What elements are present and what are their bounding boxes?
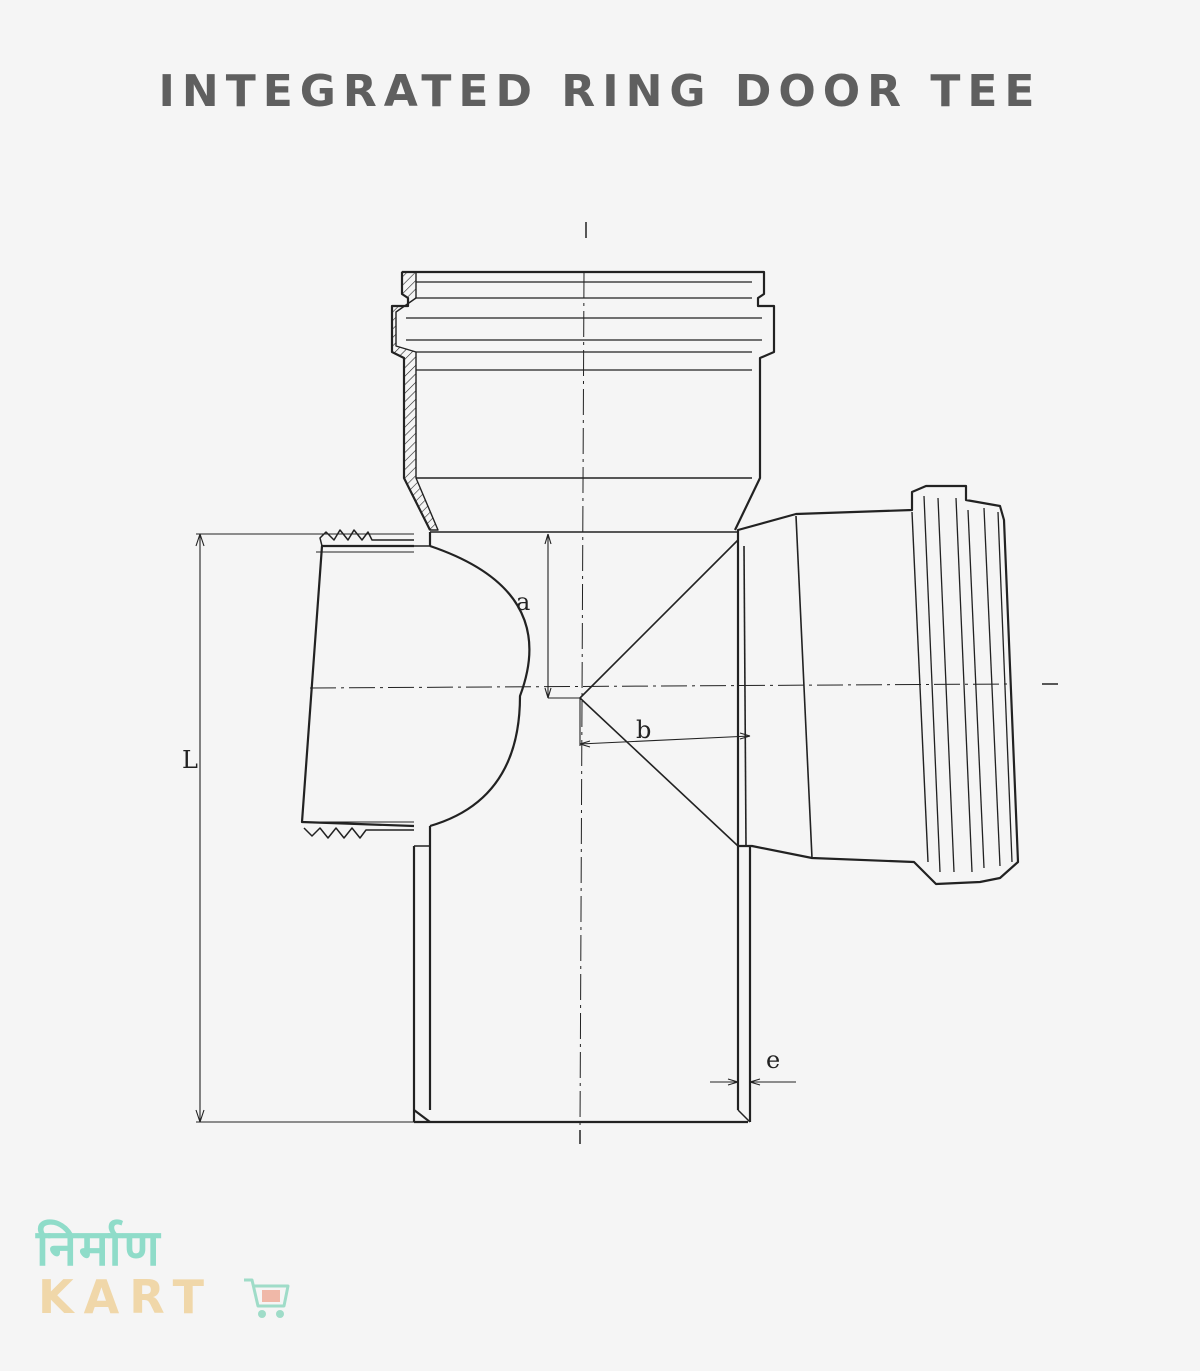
door-port bbox=[300, 529, 430, 839]
center-lines bbox=[309, 271, 1011, 1131]
brand-logo: निर्माण KART bbox=[36, 1212, 306, 1324]
page-title: INTEGRATED RING DOOR TEE bbox=[158, 66, 1042, 117]
dimension-a-label: a bbox=[516, 588, 530, 616]
top-socket bbox=[390, 270, 776, 533]
shopping-cart-icon bbox=[244, 1278, 290, 1318]
right-socket bbox=[736, 484, 1020, 886]
dimension-e-label: e bbox=[766, 1046, 780, 1074]
dimension-b-label: b bbox=[636, 716, 651, 744]
main-body bbox=[412, 532, 752, 1124]
logo-wordmark: KART bbox=[38, 1270, 214, 1324]
dimension-L-label: L bbox=[182, 746, 198, 774]
logo-script-text: निर्माण bbox=[36, 1219, 162, 1277]
dimension-lines bbox=[195, 533, 796, 1123]
center-ticks bbox=[579, 222, 1058, 1144]
